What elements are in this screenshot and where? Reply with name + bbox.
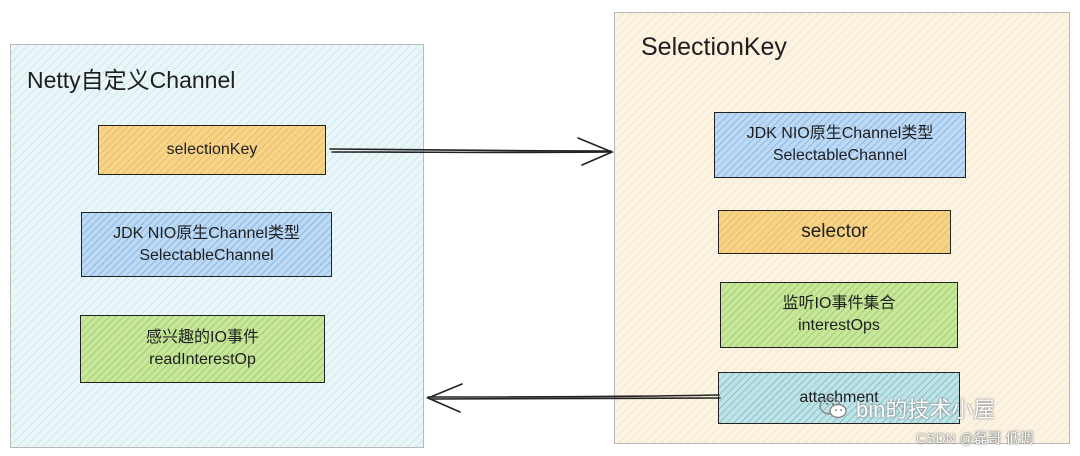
jdk-channel-label-cn: JDK NIO原生Channel类型 (113, 224, 300, 242)
jdk-channel-label-type: SelectableChannel (139, 246, 274, 264)
selector-box: selector (718, 210, 951, 254)
netty-channel-title: Netty自定义Channel (27, 67, 236, 93)
interest-ops-box: 监听IO事件集合 interestOps (720, 282, 958, 348)
interest-ops-label-field: interestOps (798, 317, 880, 334)
csdn-credit: CSDN @磊哥 低调 (916, 430, 1034, 446)
read-interest-label-cn: 感兴趣的IO事件 (146, 329, 259, 346)
attachment-label: attachment (799, 389, 879, 406)
jdk-channel-field-box: JDK NIO原生Channel类型 SelectableChannel (81, 212, 332, 277)
selection-key-channel-label-cn: JDK NIO原生Channel类型 (746, 125, 934, 142)
selection-key-channel-box: JDK NIO原生Channel类型 SelectableChannel (714, 112, 966, 178)
read-interest-label-field: readInterestOp (149, 351, 256, 368)
read-interest-op-box: 感兴趣的IO事件 readInterestOp (80, 315, 325, 383)
attachment-box: attachment (718, 372, 960, 424)
selector-label: selector (801, 221, 868, 242)
wechat-icon (819, 397, 847, 419)
watermark-text: bin的技术小屋 (856, 397, 996, 422)
selection-key-title: SelectionKey (641, 33, 787, 61)
selection-key-field-box: selectionKey (98, 125, 326, 175)
selection-key-field-label: selectionKey (166, 141, 258, 158)
interest-ops-label-cn: 监听IO事件集合 (782, 295, 896, 312)
watermark: bin的技术小屋 (818, 392, 995, 424)
selection-key-channel-label-type: SelectableChannel (772, 147, 908, 164)
